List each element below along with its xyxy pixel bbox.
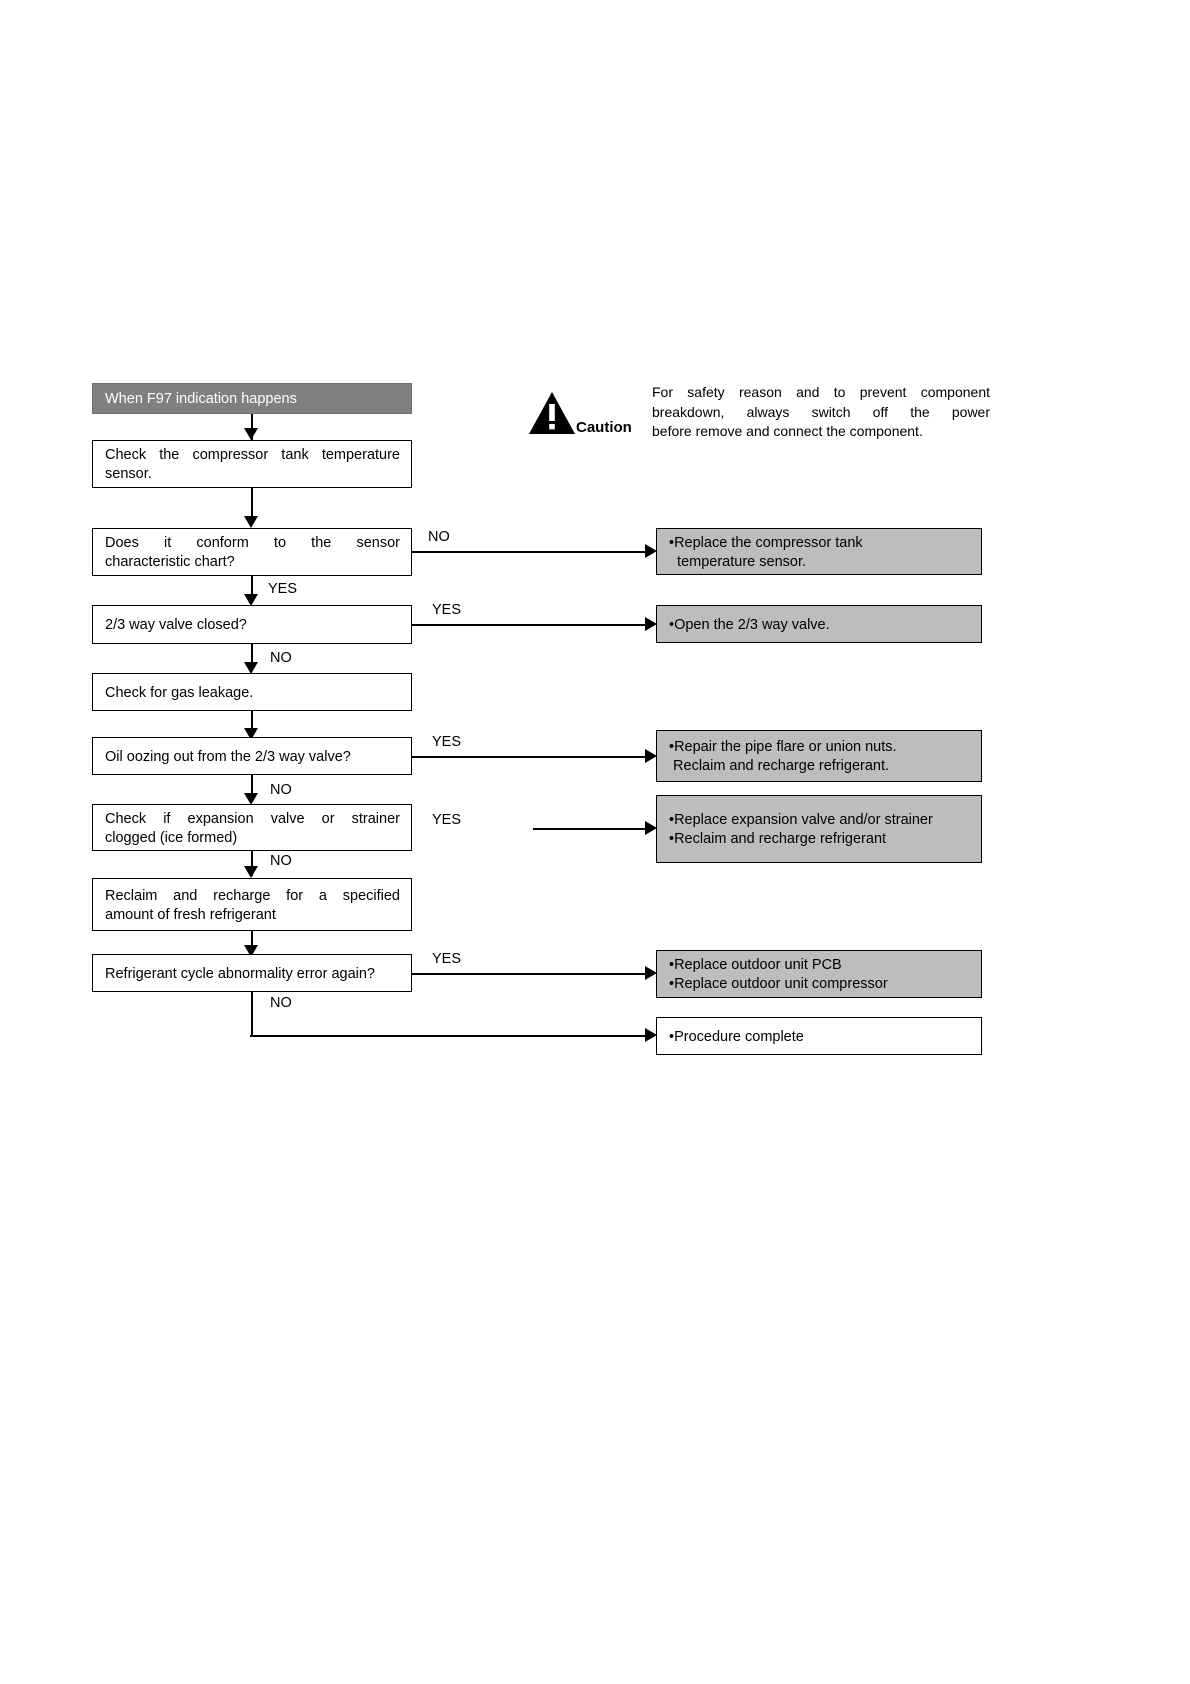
label-conform-no: NO	[428, 529, 450, 545]
label-abnormality-no: NO	[270, 995, 292, 1011]
label-oil-no: NO	[270, 782, 292, 798]
arrow-header-to-step1	[244, 428, 258, 440]
warning-triangle-icon	[528, 391, 576, 435]
label-way-valve-yes: YES	[432, 602, 462, 618]
step-expansion-valve-clogged: Check if expansion valve or strainer clo…	[92, 804, 412, 851]
connector-header-to-step1	[251, 414, 253, 440]
step-reclaim-line2: amount of fresh refrigerant	[105, 906, 276, 923]
connector-step1-to-step2	[251, 488, 253, 518]
label-way-valve-no: NO	[270, 650, 292, 666]
flow-header-box: When F97 indication happens	[92, 383, 412, 414]
step-conform-chart: Does it conform to the sensor characteri…	[92, 528, 412, 576]
step-check-gas-leakage: Check for gas leakage.	[92, 673, 412, 711]
step-conform-chart-line1: Does it conform to the sensor	[105, 535, 400, 551]
arrow-way-valve-yes	[645, 617, 657, 631]
arrow-oil-yes	[645, 749, 657, 763]
step-way-valve-closed: 2/3 way valve closed?	[92, 605, 412, 644]
step-oil-oozing: Oil oozing out from the 2/3 way valve?	[92, 737, 412, 775]
arrow-conform-no	[645, 544, 657, 558]
result-open-valve-line1: •Open the 2/3 way valve.	[669, 616, 830, 633]
connector-reclaim-to-abnormality	[251, 931, 253, 956]
arrow-procedure-complete	[645, 1028, 657, 1042]
step-oil-oozing-line1: Oil oozing out from the 2/3 way valve?	[105, 748, 351, 765]
caution-text: For safety reason and to prevent compone…	[652, 383, 990, 442]
result-replace-sensor-line1: •Replace the compressor tank	[669, 534, 863, 551]
result-replace-expansion-line1: •Replace expansion valve and/or strainer	[669, 812, 933, 828]
step-expansion-valve-line1: Check if expansion valve or strainer	[105, 810, 400, 827]
connector-oil-yes	[412, 756, 652, 758]
caution-line-1: For safety reason and to prevent compone…	[652, 384, 990, 400]
label-oil-yes: YES	[432, 734, 462, 750]
arrow-way-valve-no	[244, 662, 258, 674]
connector-expansion-yes	[533, 828, 652, 830]
connector-conform-no	[412, 551, 652, 553]
connector-abnormality-no-right	[250, 1035, 652, 1037]
step-conform-chart-line2: characteristic chart?	[105, 554, 235, 570]
connector-abnormality-yes	[412, 973, 652, 975]
step-reclaim-recharge: Reclaim and recharge for a specified amo…	[92, 878, 412, 931]
arrow-oil-no	[244, 793, 258, 805]
result-replace-expansion-valve: •Replace expansion valve and/or strainer…	[656, 795, 982, 863]
result-replace-sensor-line2: temperature sensor.	[669, 553, 807, 570]
connector-way-valve-yes	[412, 624, 652, 626]
step-way-valve-closed-line1: 2/3 way valve closed?	[105, 617, 247, 633]
step-check-sensor: Check the compressor tank temperature se…	[92, 440, 412, 488]
connector-gas-to-oil	[251, 711, 253, 739]
result-procedure-complete: •Procedure complete	[656, 1017, 982, 1055]
arrow-step1-to-step2	[244, 516, 258, 528]
flow-header-label: When F97 indication happens	[105, 391, 297, 407]
arrow-abnormality-yes	[645, 966, 657, 980]
connector-oil-no	[251, 775, 253, 802]
connector-conform-yes	[251, 576, 253, 603]
step-reclaim-line1: Reclaim and recharge for a specified	[105, 887, 400, 904]
connector-expansion-no	[251, 851, 253, 876]
result-repair-flare: •Repair the pipe flare or union nuts. Re…	[656, 730, 982, 782]
arrow-expansion-no	[244, 866, 258, 878]
result-replace-pcb-line1: •Replace outdoor unit PCB	[669, 957, 842, 973]
result-procedure-complete-line1: •Procedure complete	[669, 1028, 804, 1045]
step-expansion-valve-line2: clogged (ice formed)	[105, 829, 238, 846]
arrow-expansion-yes	[645, 821, 657, 835]
result-replace-expansion-line2: •Reclaim and recharge refrigerant	[669, 831, 887, 847]
step-check-gas-leakage-line1: Check for gas leakage.	[105, 684, 254, 701]
connector-abnormality-no-down	[251, 992, 253, 1036]
step-abnormality-again: Refrigerant cycle abnormality error agai…	[92, 954, 412, 992]
result-open-valve: •Open the 2/3 way valve.	[656, 605, 982, 643]
arrow-conform-yes	[244, 594, 258, 606]
caution-line-3: before remove and connect the component.	[652, 423, 923, 439]
step-check-sensor-line1: Check the compressor tank temperature	[105, 447, 400, 463]
result-repair-flare-line2: Reclaim and recharge refrigerant.	[669, 758, 890, 774]
step-abnormality-line1: Refrigerant cycle abnormality error agai…	[105, 965, 375, 982]
result-replace-pcb: •Replace outdoor unit PCB •Replace outdo…	[656, 950, 982, 998]
step-check-sensor-line2: sensor.	[105, 466, 152, 482]
result-replace-sensor: •Replace the compressor tank temperature…	[656, 528, 982, 575]
caution-label: Caution	[576, 419, 632, 436]
result-replace-pcb-line2: •Replace outdoor unit compressor	[669, 976, 888, 992]
label-expansion-yes: YES	[432, 812, 462, 828]
caution-notice: Caution For safety reason and to prevent…	[528, 383, 990, 455]
label-conform-yes: YES	[268, 581, 298, 597]
label-expansion-no: NO	[270, 853, 292, 869]
caution-line-2: breakdown, always switch off the power	[652, 403, 990, 420]
result-repair-flare-line1: •Repair the pipe flare or union nuts.	[669, 739, 897, 755]
connector-way-valve-no	[251, 644, 253, 671]
label-abnormality-yes: YES	[432, 951, 462, 967]
